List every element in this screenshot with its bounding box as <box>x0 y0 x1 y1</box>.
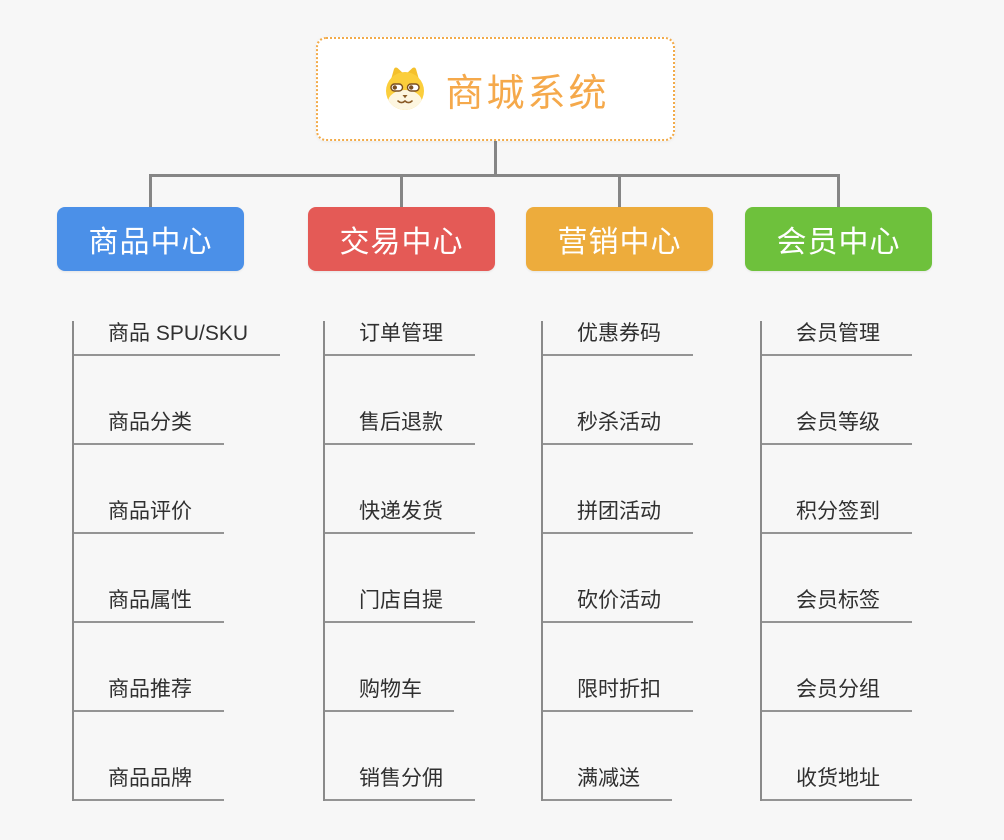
leaf-node[interactable]: 积分签到 <box>762 499 912 534</box>
leaf-node[interactable]: 门店自提 <box>325 588 475 623</box>
branch-leaf-list: 优惠券码 秒杀活动 拼团活动 砍价活动 限时折扣 满减送 <box>541 321 693 801</box>
leaf-node[interactable]: 优惠券码 <box>543 321 693 356</box>
leaf-node[interactable]: 满减送 <box>543 766 672 801</box>
connector-drop <box>618 174 621 207</box>
leaf-node[interactable]: 收货地址 <box>762 766 912 801</box>
leaf-node[interactable]: 拼团活动 <box>543 499 693 534</box>
leaf-node[interactable]: 会员等级 <box>762 410 912 445</box>
leaf-node[interactable]: 快递发货 <box>325 499 475 534</box>
connector-drop <box>400 174 403 207</box>
leaf-node[interactable]: 售后退款 <box>325 410 475 445</box>
leaf-node[interactable]: 商品评价 <box>74 499 224 534</box>
leaf-node[interactable]: 限时折扣 <box>543 677 693 712</box>
leaf-node[interactable]: 会员分组 <box>762 677 912 712</box>
leaf-node[interactable]: 商品 SPU/SKU <box>74 321 281 356</box>
branch-leaf-list: 会员管理 会员等级 积分签到 会员标签 会员分组 收货地址 <box>760 321 912 801</box>
root-node[interactable]: 商城系统 <box>316 37 675 141</box>
branch-leaf-list: 商品 SPU/SKU 商品分类 商品评价 商品属性 商品推荐 商品品牌 <box>72 321 281 801</box>
branch-product-center: 商品中心 商品 SPU/SKU 商品分类 商品评价 商品属性 商品推荐 商品品牌 <box>57 207 281 801</box>
branch-node-marketing[interactable]: 营销中心 <box>526 207 713 271</box>
branch-label: 会员中心 <box>776 226 901 259</box>
branch-node-member[interactable]: 会员中心 <box>745 207 932 271</box>
dog-icon <box>381 66 429 112</box>
leaf-node[interactable]: 商品推荐 <box>74 677 224 712</box>
connector-drop <box>149 174 152 207</box>
leaf-node[interactable]: 商品分类 <box>74 410 224 445</box>
branch-label: 营销中心 <box>557 226 682 259</box>
branch-label: 交易中心 <box>339 226 464 259</box>
branch-node-trade[interactable]: 交易中心 <box>308 207 495 271</box>
connector-drop <box>837 174 840 207</box>
leaf-node[interactable]: 订单管理 <box>325 321 475 356</box>
connector-bus <box>149 174 840 177</box>
branch-trade-center: 交易中心 订单管理 售后退款 快递发货 门店自提 购物车 销售分佣 <box>308 207 495 801</box>
leaf-node[interactable]: 商品属性 <box>74 588 224 623</box>
leaf-node[interactable]: 砍价活动 <box>543 588 693 623</box>
root-title: 商城系统 <box>445 72 610 115</box>
connector-root-stem <box>494 141 497 174</box>
leaf-node[interactable]: 会员标签 <box>762 588 912 623</box>
leaf-node[interactable]: 销售分佣 <box>325 766 475 801</box>
leaf-node[interactable]: 秒杀活动 <box>543 410 693 445</box>
branch-leaf-list: 订单管理 售后退款 快递发货 门店自提 购物车 销售分佣 <box>323 321 475 801</box>
branch-marketing-center: 营销中心 优惠券码 秒杀活动 拼团活动 砍价活动 限时折扣 满减送 <box>526 207 713 801</box>
leaf-node[interactable]: 购物车 <box>325 677 454 712</box>
leaf-node[interactable]: 会员管理 <box>762 321 912 356</box>
leaf-node[interactable]: 商品品牌 <box>74 766 224 801</box>
branch-member-center: 会员中心 会员管理 会员等级 积分签到 会员标签 会员分组 收货地址 <box>745 207 932 801</box>
branch-node-product[interactable]: 商品中心 <box>57 207 244 271</box>
branch-label: 商品中心 <box>88 226 213 259</box>
